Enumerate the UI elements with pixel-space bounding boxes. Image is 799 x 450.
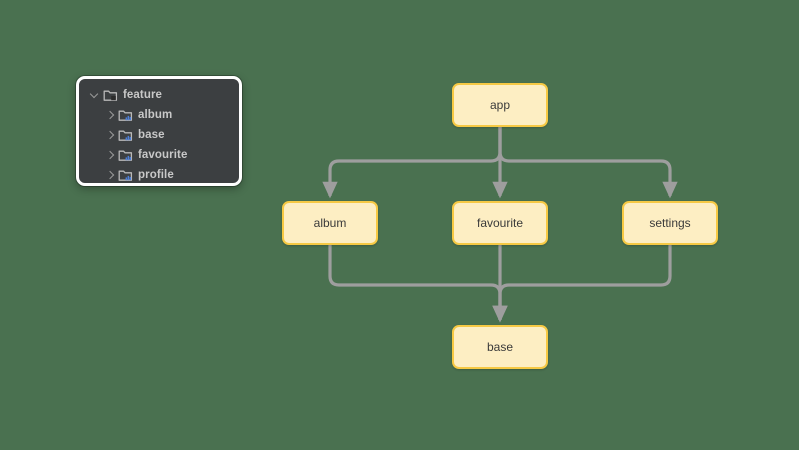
graph-node-app[interactable]: app xyxy=(452,83,548,127)
edge-settings-base xyxy=(492,245,672,323)
project-tree-panel[interactable]: feature album base xyxy=(76,76,242,186)
folder-module-icon xyxy=(118,109,133,122)
tree-item-label: base xyxy=(138,128,165,141)
folder-module-icon xyxy=(118,129,133,142)
graph-node-album[interactable]: album xyxy=(282,201,378,245)
tree-item-label: feature xyxy=(123,88,163,101)
graph-node-favourite[interactable]: favourite xyxy=(452,201,548,245)
node-label: settings xyxy=(649,216,691,230)
node-label: base xyxy=(486,340,514,354)
folder-open-icon xyxy=(103,89,118,102)
edge-album-base xyxy=(328,245,508,323)
tree-item-label: profile xyxy=(138,168,174,181)
node-label: favourite xyxy=(476,216,524,230)
tree-row-album[interactable]: album xyxy=(79,105,239,125)
node-label: app xyxy=(489,98,511,112)
tree-row-favourite[interactable]: favourite xyxy=(79,145,239,165)
tree-item-label: album xyxy=(138,108,173,121)
graph-node-settings[interactable]: settings xyxy=(622,201,718,245)
tree-row-base[interactable]: base xyxy=(79,125,239,145)
edge-app-album xyxy=(322,127,502,199)
node-label: album xyxy=(313,216,347,230)
folder-module-icon xyxy=(118,149,133,162)
tree-row-profile[interactable]: profile xyxy=(79,165,239,185)
tree-item-label: favourite xyxy=(138,148,188,161)
folder-module-icon xyxy=(118,169,133,182)
graph-node-base[interactable]: base xyxy=(452,325,548,369)
tree-row-feature[interactable]: feature xyxy=(79,85,239,105)
edge-app-settings xyxy=(498,127,678,199)
